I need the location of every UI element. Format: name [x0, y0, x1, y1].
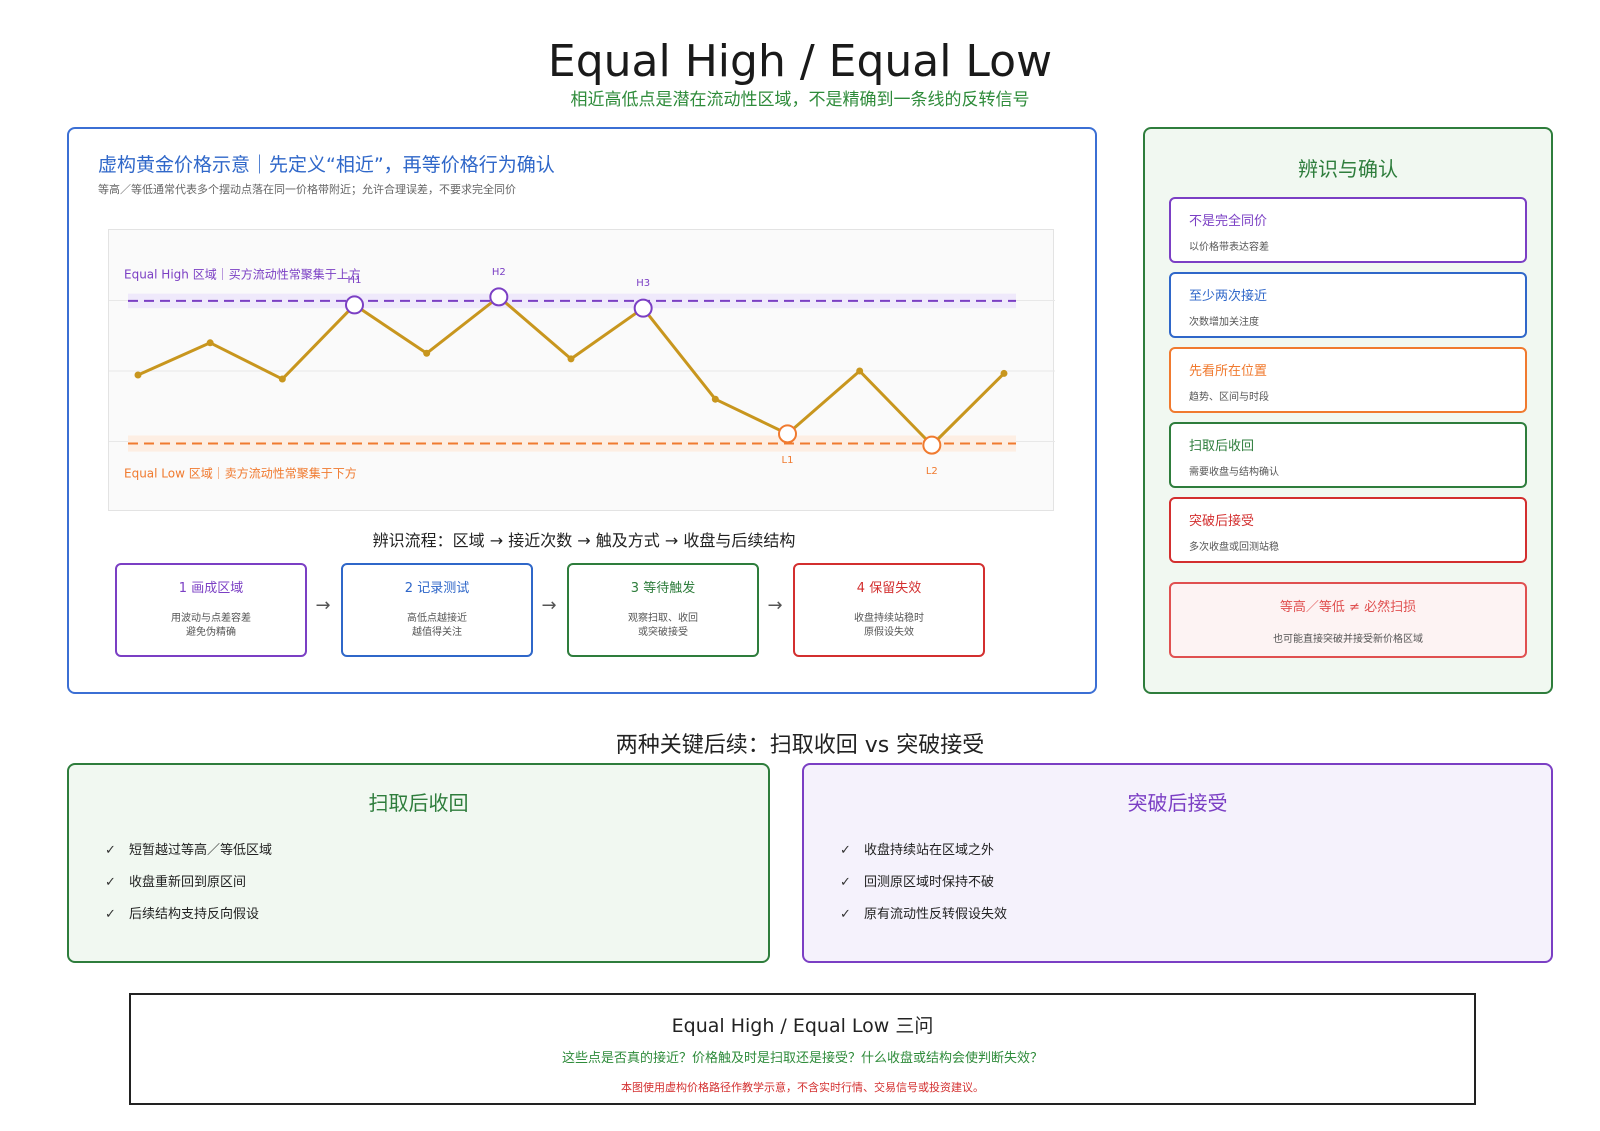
check-icon: ✓	[105, 843, 116, 858]
side-panel: 辨识与确认 不是完全同价 以价格带表达容差 至少两次接近 次数增加关注度 先看所…	[1143, 127, 1553, 694]
card-desc: 需要收盘与结构确认	[1189, 467, 1279, 478]
warning-card: 等高／等低 ≠ 必然扫损 也可能直接突破并接受新价格区域	[1169, 582, 1527, 658]
price-point	[278, 375, 286, 383]
flow-step-desc: 观察扫取、收回 或突破接受	[628, 613, 698, 638]
price-point	[711, 395, 719, 403]
check-card: 至少两次接近 次数增加关注度	[1169, 272, 1527, 338]
list-item: ✓后续结构支持反向假设	[105, 899, 272, 931]
footer-box: Equal High / Equal Low 三问 这些点是否真的接近？价格触及…	[129, 993, 1476, 1105]
flow-step-desc: 用波动与点差容差 避免伪精确	[171, 613, 251, 638]
check-icon: ✓	[105, 907, 116, 922]
side-title: 辨识与确认	[1298, 157, 1398, 181]
check-icon: ✓	[105, 875, 116, 890]
swing-point-label: H3	[636, 278, 650, 289]
check-card: 先看所在位置 趋势、区间与时段	[1169, 347, 1527, 413]
list-item: ✓收盘持续站在区域之外	[840, 835, 1007, 867]
check-icon: ✓	[840, 907, 851, 922]
list-item: ✓短暂越过等高／等低区域	[105, 835, 272, 867]
flow-step-title: 1 画成区域	[178, 581, 244, 596]
page-subtitle: 相近高低点是潜在流动性区域，不是精确到一条线的反转信号	[570, 90, 1030, 110]
footer-title: Equal High / Equal Low 三问	[671, 1015, 934, 1037]
flow-step-title: 2 记录测试	[404, 581, 470, 596]
price-point	[1000, 369, 1008, 377]
flow-arrow: →	[315, 595, 331, 616]
check-card: 不是完全同价 以价格带表达容差	[1169, 197, 1527, 263]
flow-caption: 辨识流程：区域 → 接近次数 → 触及方式 → 收盘与后续结构	[372, 531, 796, 550]
price-point	[567, 355, 575, 363]
swing-point-marker	[778, 424, 797, 444]
flow-step-4: 4 保留失效 收盘持续站稳时 原假设失效	[793, 563, 985, 657]
flow-step-title: 3 等待触发	[630, 581, 696, 596]
flow-arrow: →	[767, 595, 783, 616]
swing-point-label: H1	[348, 275, 362, 286]
check-card: 突破后接受 多次收盘或回测站稳	[1169, 497, 1527, 563]
card-desc: 多次收盘或回测站稳	[1189, 542, 1279, 553]
list-item: ✓原有流动性反转假设失效	[840, 899, 1007, 931]
section-title: 两种关键后续：扫取收回 vs 突破接受	[615, 733, 985, 758]
list-item: ✓回测原区域时保持不破	[840, 867, 1007, 899]
price-point	[423, 349, 431, 357]
footer-disclaimer: 本图使用虚构价格路径作教学示意，不含实时行情、交易信号或投资建议。	[621, 1081, 984, 1094]
swing-point-marker	[489, 287, 509, 307]
breakout-accept-list: ✓收盘持续站在区域之外 ✓回测原区域时保持不破 ✓原有流动性反转假设失效	[840, 835, 1007, 931]
swing-point-marker	[345, 295, 364, 315]
sweep-reclaim-title: 扫取后收回	[368, 791, 469, 815]
swing-point-label: L2	[926, 466, 938, 477]
flow-step-1: 1 画成区域 用波动与点差容差 避免伪精确	[115, 563, 307, 657]
swing-point-marker	[922, 435, 942, 455]
card-desc: 以价格带表达容差	[1189, 242, 1269, 253]
flow-step-2: 2 记录测试 高低点越接近 越值得关注	[341, 563, 533, 657]
card-desc: 也可能直接突破并接受新价格区域	[1273, 634, 1423, 645]
swing-point-marker	[633, 298, 653, 318]
price-point	[134, 371, 142, 379]
check-card: 扫取后收回 需要收盘与结构确认	[1169, 422, 1527, 488]
zone-label: Equal High 区域｜买方流动性常聚集于上方	[124, 267, 361, 282]
price-chart: Equal High 区域｜买方流动性常聚集于上方 Equal Low 区域｜卖方…	[109, 267, 1055, 481]
sweep-reclaim-list: ✓短暂越过等高／等低区域 ✓收盘重新回到原区间 ✓后续结构支持反向假设	[105, 835, 272, 931]
price-point	[206, 339, 214, 347]
breakout-accept-title: 突破后接受	[1127, 791, 1228, 815]
card-desc: 趋势、区间与时段	[1189, 392, 1269, 403]
card-title: 不是完全同价	[1189, 214, 1268, 229]
card-title: 至少两次接近	[1189, 289, 1268, 304]
swing-point-label: L1	[782, 455, 794, 466]
flow-arrow: →	[541, 595, 557, 616]
card-title: 先看所在位置	[1189, 364, 1268, 379]
chart-panel: 虚构黄金价格示意｜先定义“相近”，再等价格行为确认 等高／等低通常代表多个摆动点…	[67, 127, 1097, 694]
flow-step-desc: 高低点越接近 越值得关注	[407, 613, 467, 638]
check-icon: ✓	[840, 875, 851, 890]
card-title: 扫取后收回	[1189, 439, 1255, 454]
check-icon: ✓	[840, 843, 851, 858]
card-title: 等高／等低 ≠ 必然扫损	[1279, 600, 1417, 615]
price-point	[856, 367, 864, 375]
flow-step-title: 4 保留失效	[856, 581, 922, 596]
footer-questions: 这些点是否真的接近？价格触及时是扫取还是接受？什么收盘或结构会使判断失效？	[561, 1051, 1043, 1066]
card-title: 突破后接受	[1189, 514, 1255, 529]
chart-title: 虚构黄金价格示意｜先定义“相近”，再等价格行为确认	[98, 154, 555, 176]
card-desc: 次数增加关注度	[1189, 317, 1259, 328]
sweep-reclaim-panel: 扫取后收回 ✓短暂越过等高／等低区域 ✓收盘重新回到原区间 ✓后续结构支持反向假…	[67, 763, 770, 963]
chart-note: 等高／等低通常代表多个摆动点落在同一价格带附近；允许合理误差，不要求完全同价	[98, 183, 516, 196]
page-title: Equal High / Equal Low	[547, 36, 1053, 87]
flow-step-desc: 收盘持续站稳时 原假设失效	[854, 613, 924, 638]
chart-area: Equal High 区域｜买方流动性常聚集于上方 Equal Low 区域｜卖方…	[108, 229, 1055, 511]
swing-point-label: H2	[492, 267, 506, 278]
flow-step-3: 3 等待触发 观察扫取、收回 或突破接受	[567, 563, 759, 657]
list-item: ✓收盘重新回到原区间	[105, 867, 272, 899]
zone-label: Equal Low 区域｜卖方流动性常聚集于下方	[124, 466, 357, 481]
breakout-accept-panel: 突破后接受 ✓收盘持续站在区域之外 ✓回测原区域时保持不破 ✓原有流动性反转假设…	[802, 763, 1553, 963]
